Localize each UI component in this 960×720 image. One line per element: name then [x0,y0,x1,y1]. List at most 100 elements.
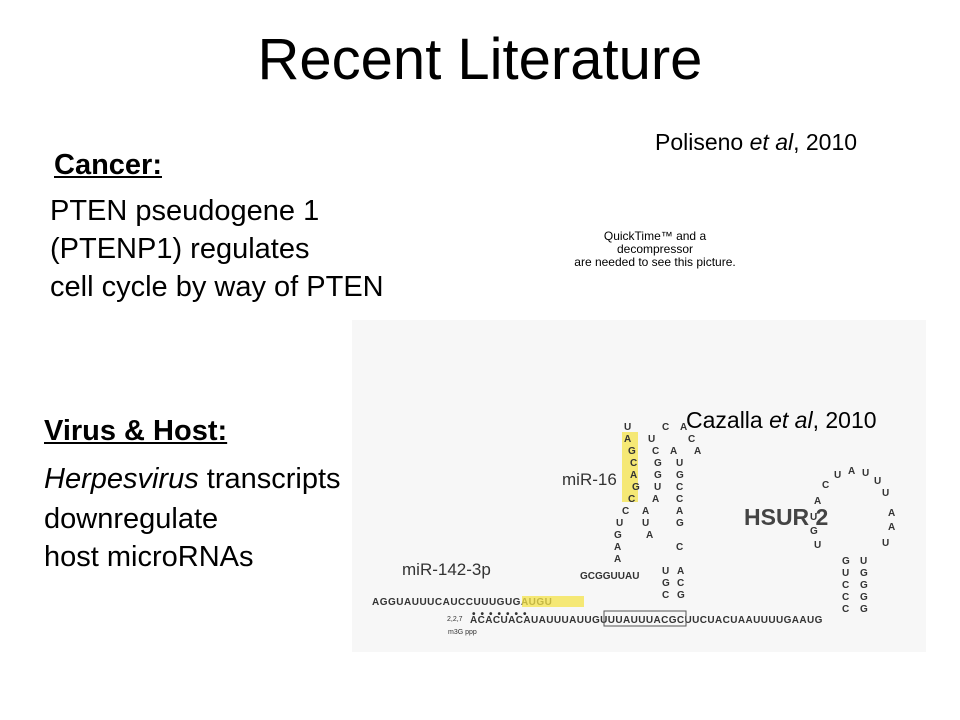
svg-text:A: A [652,494,659,505]
svg-text:A: A [676,506,683,517]
svg-text:G: G [676,470,684,481]
svg-text:G: G [632,482,640,493]
svg-text:C: C [676,494,683,505]
qt-line-3: are needed to see this picture. [574,255,736,269]
svg-text:G: G [654,458,662,469]
svg-text:A: A [888,508,895,519]
svg-text:G: G [654,470,662,481]
svg-text:U: U [814,540,821,551]
virus-line-2: downregulate [44,503,219,535]
slide-title: Recent Literature [257,27,703,92]
svg-text:G: G [860,592,868,603]
cancer-heading: Cancer: [54,149,162,181]
svg-text:U: U [860,556,867,567]
mir16-seed-highlight [622,432,638,502]
svg-text:A: A [680,422,687,433]
au-rich-box [603,610,687,627]
cazalla-citation: Cazalla et al, 2010 [686,406,877,434]
svg-text:C: C [662,422,669,433]
poliseno-author: Poliseno [655,129,750,155]
svg-text:A: A [670,446,677,457]
qt-line-2: decompressor [616,242,694,256]
svg-text:U: U [662,566,669,577]
virus-line-3: host microRNAs [44,541,254,573]
figure-background [352,320,926,652]
svg-text:G: G [614,530,622,541]
poliseno-etal: et al [749,129,794,155]
svg-text:U: U [882,538,889,549]
svg-text:A: A [888,522,895,533]
svg-text:C: C [676,482,683,493]
hairpin-tail: GCGGUUAU [580,571,639,582]
svg-text:C: C [622,506,629,517]
poliseno-year: , 2010 [793,129,858,155]
poliseno-citation: Poliseno et al, 2010 [655,128,857,156]
cap-numbers: 2,2,7 [447,616,463,623]
svg-text:U: U [642,518,649,529]
svg-text:C: C [652,446,659,457]
svg-text:G: G [676,518,684,529]
svg-text:C: C [677,578,684,589]
svg-text:A: A [624,434,631,445]
svg-text:C: C [842,604,849,615]
svg-text:C: C [662,590,669,601]
svg-text:G: G [860,580,868,591]
svg-text:U: U [834,470,841,481]
mir142-seed-highlight [522,596,584,607]
mir16-label: miR-16 [562,470,617,489]
svg-text:A: A [642,506,649,517]
svg-text:U: U [810,512,817,523]
svg-text:G: G [860,568,868,579]
svg-text:A: A [677,566,684,577]
svg-text:G: G [842,556,850,567]
svg-text:U: U [654,482,661,493]
mir142-label: miR-142-3p [402,560,491,579]
svg-text:U: U [842,568,849,579]
svg-text:C: C [842,580,849,591]
svg-text:C: C [688,434,695,445]
cancer-line-2: (PTENP1) regulates [50,233,310,265]
hsur2-rna-figure: miR-16 HSUR 2 miR-142-3p AGGUAUUUCAUCCUU… [352,320,926,652]
mir16-hairpin: UAG CAG CCU GAA UCG GUA AUA CAU GCC AGC … [614,422,701,601]
svg-text:A: A [614,542,621,553]
svg-text:C: C [822,480,829,491]
svg-text:G: G [810,526,818,537]
svg-text:U: U [874,476,881,487]
svg-text:C: C [630,458,637,469]
base-pair-dots: ••••••• [472,609,532,620]
virus-heading: Virus & Host: [44,415,228,447]
cancer-line-3: cell cycle by way of PTEN [50,271,384,303]
hsur2-bottom-strand: ACACUACAUAUUUAUUGUUUAUUUACGCUUCUACUAAUUU… [470,615,823,626]
svg-text:G: G [628,446,636,457]
quicktime-placeholder: QuickTime™ and a decompressor are needed… [560,230,750,269]
mir142-sequence: AGGUAUUUCAUCCUUUGUGAUGU [372,597,552,608]
svg-text:G: G [662,578,670,589]
svg-text:U: U [624,422,631,433]
svg-text:A: A [646,530,653,541]
svg-text:C: C [842,592,849,603]
svg-text:G: G [860,604,868,615]
svg-text:U: U [616,518,623,529]
qt-line-1: QuickTime™ and a [603,229,707,243]
cazalla-etal: et al [769,407,813,433]
svg-text:C: C [676,542,683,553]
svg-text:A: A [814,496,821,507]
cazalla-author: Cazalla [686,407,770,433]
svg-text:C: C [628,494,635,505]
svg-text:U: U [648,434,655,445]
svg-text:A: A [848,466,855,477]
svg-text:A: A [694,446,701,457]
hsur2-label: HSUR 2 [744,504,828,530]
svg-text:U: U [882,488,889,499]
svg-text:A: A [630,470,637,481]
cap-structure: m3G ppp [448,629,477,636]
cazalla-year: , 2010 [812,407,877,433]
cancer-line-1: PTEN pseudogene 1 [50,195,320,227]
virus-line-1-rest: transcripts [198,463,341,495]
virus-line-1-italic: Herpesvirus [44,463,199,495]
svg-text:U: U [676,458,683,469]
svg-text:G: G [677,590,685,601]
virus-line-1: Herpesvirus transcripts [44,464,341,494]
svg-text:U: U [862,468,869,479]
